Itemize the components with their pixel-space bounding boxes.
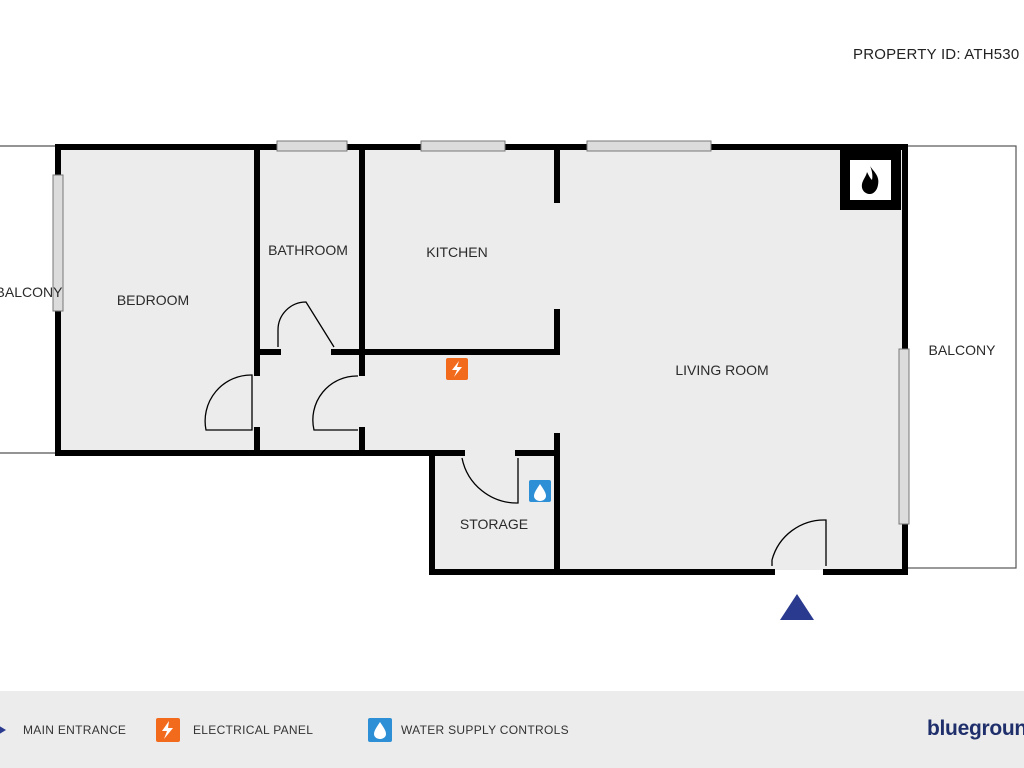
legend-bar: MAIN ENTRANCE ELECTRICAL PANEL WATER SUP… <box>0 691 1024 768</box>
window-living-room <box>586 140 712 152</box>
water-supply-marker <box>529 480 551 502</box>
fireplace <box>840 150 901 210</box>
property-id: PROPERTY ID: ATH530 <box>853 46 1020 63</box>
floor-plan: BALCONY BEDROOM BATHROOM KITCHEN LIVING … <box>0 140 1017 620</box>
water-drop-icon <box>368 718 392 742</box>
legend-label-water-supply: WATER SUPPLY CONTROLS <box>401 723 569 737</box>
window-bedroom <box>52 174 64 312</box>
walls <box>55 144 908 575</box>
window-bathroom <box>276 140 348 152</box>
water-drop-icon <box>534 484 546 501</box>
room-label-storage: STORAGE <box>460 516 528 532</box>
window-living-balcony <box>898 348 910 525</box>
room-label-bathroom: BATHROOM <box>268 242 348 258</box>
door-bedroom <box>204 374 253 431</box>
door-main <box>771 519 827 566</box>
door-corridor <box>312 375 359 431</box>
room-label-balcony-right: BALCONY <box>929 342 997 358</box>
door-bathroom <box>277 301 335 348</box>
windows <box>52 140 910 525</box>
brand-logo: blueground <box>927 717 1024 740</box>
room-label-balcony-left: BALCONY <box>0 284 63 300</box>
electrical-panel-marker <box>446 358 468 380</box>
legend-label-main-entrance: MAIN ENTRANCE <box>23 723 127 737</box>
doors <box>204 301 827 566</box>
room-label-bedroom: BEDROOM <box>117 292 189 308</box>
main-entrance-arrow <box>780 594 814 620</box>
room-label-living-room: LIVING ROOM <box>675 362 768 378</box>
floor-area <box>56 146 904 570</box>
door-storage <box>461 457 519 504</box>
fire-icon <box>861 166 879 194</box>
legend-label-electrical-panel: ELECTRICAL PANEL <box>193 723 314 737</box>
lightning-bolt-icon <box>156 718 180 742</box>
room-label-kitchen: KITCHEN <box>426 244 487 260</box>
balcony-right-area <box>903 145 1017 569</box>
balcony-left-area <box>0 145 56 454</box>
triangle-arrow-icon <box>0 726 6 734</box>
window-kitchen <box>420 140 506 152</box>
lightning-bolt-icon <box>452 361 462 377</box>
